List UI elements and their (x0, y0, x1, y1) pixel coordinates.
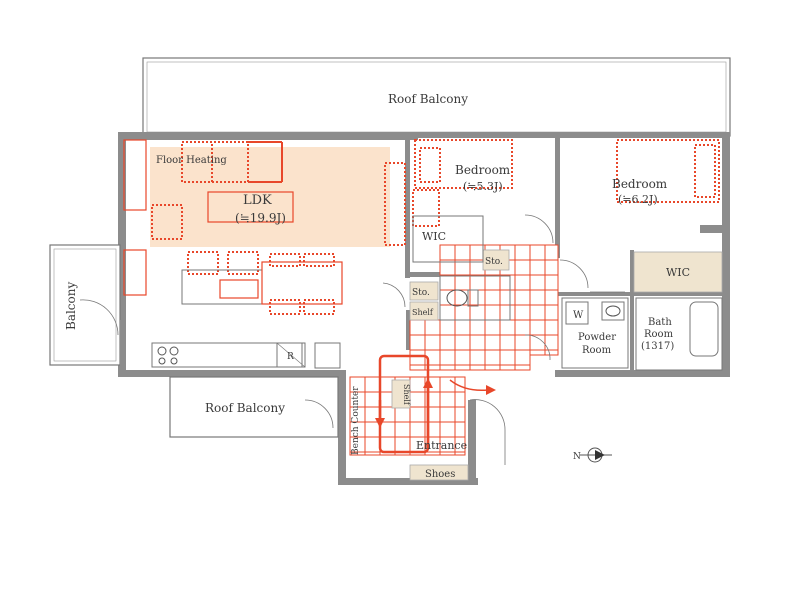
bath-room (635, 297, 723, 371)
shelf-2-area (391, 379, 411, 409)
shelf-1-label: Shelf (412, 308, 434, 317)
ldk-label: LDK (243, 193, 272, 208)
bath-room-label-1: Bath (648, 317, 672, 328)
tiled-floor (349, 244, 559, 456)
wic-2-area (633, 251, 723, 293)
ldk-furniture (123, 139, 406, 369)
balcony-area (49, 244, 121, 366)
bedroom-2-area-label: (≒6.2J) (618, 193, 658, 206)
refrigerator-label: R (287, 352, 294, 362)
roof-balcony-top-area (142, 57, 731, 137)
sto-1-label: Sto. (485, 257, 503, 267)
bath-room-label-3: (1317) (641, 341, 674, 352)
w-label: W (573, 310, 584, 321)
bedroom-1-furniture (412, 139, 513, 263)
shelf-1-area (409, 301, 439, 321)
route-arrows (375, 354, 496, 454)
powder-room-label-2: Room (582, 345, 612, 356)
ldk-area-label: (≒19.9J) (235, 211, 286, 225)
floor-heating-label: Floor Heating (156, 155, 227, 166)
powder-room-label-1: Powder (578, 332, 616, 343)
north-label: N (573, 452, 581, 462)
door-arcs (79, 214, 625, 465)
sto-2-area (409, 281, 439, 301)
wic-2-label: WIC (666, 266, 690, 279)
entrance-label: Entrance (416, 439, 467, 452)
bedroom-2-label: Bedroom (612, 177, 668, 191)
roof-balcony-top-label: Roof Balcony (388, 92, 468, 106)
toilet-room (439, 275, 511, 321)
powder-room (561, 297, 629, 369)
bedroom-1-label: Bedroom (455, 163, 511, 177)
bedroom-1-area-label: (≒5.3J) (463, 180, 503, 193)
north-compass-icon (580, 447, 612, 463)
balcony-label: Balcony (64, 282, 78, 330)
sto-2-label: Sto. (412, 288, 430, 298)
shoes-area (409, 464, 469, 481)
outer-walls (118, 132, 730, 485)
floor-heating-area (150, 147, 390, 247)
roof-balcony-bottom-area (169, 376, 339, 438)
shelf-2-label: Shelf (402, 384, 411, 406)
bath-room-label-2: Room (644, 329, 674, 340)
bench-counter-label: Bench Counter (351, 386, 361, 455)
bedroom-2-furniture (616, 139, 720, 203)
wic-1-label: WIC (422, 230, 446, 243)
roof-balcony-bottom-label: Roof Balcony (205, 401, 285, 415)
shoes-label: Shoes (425, 469, 455, 480)
